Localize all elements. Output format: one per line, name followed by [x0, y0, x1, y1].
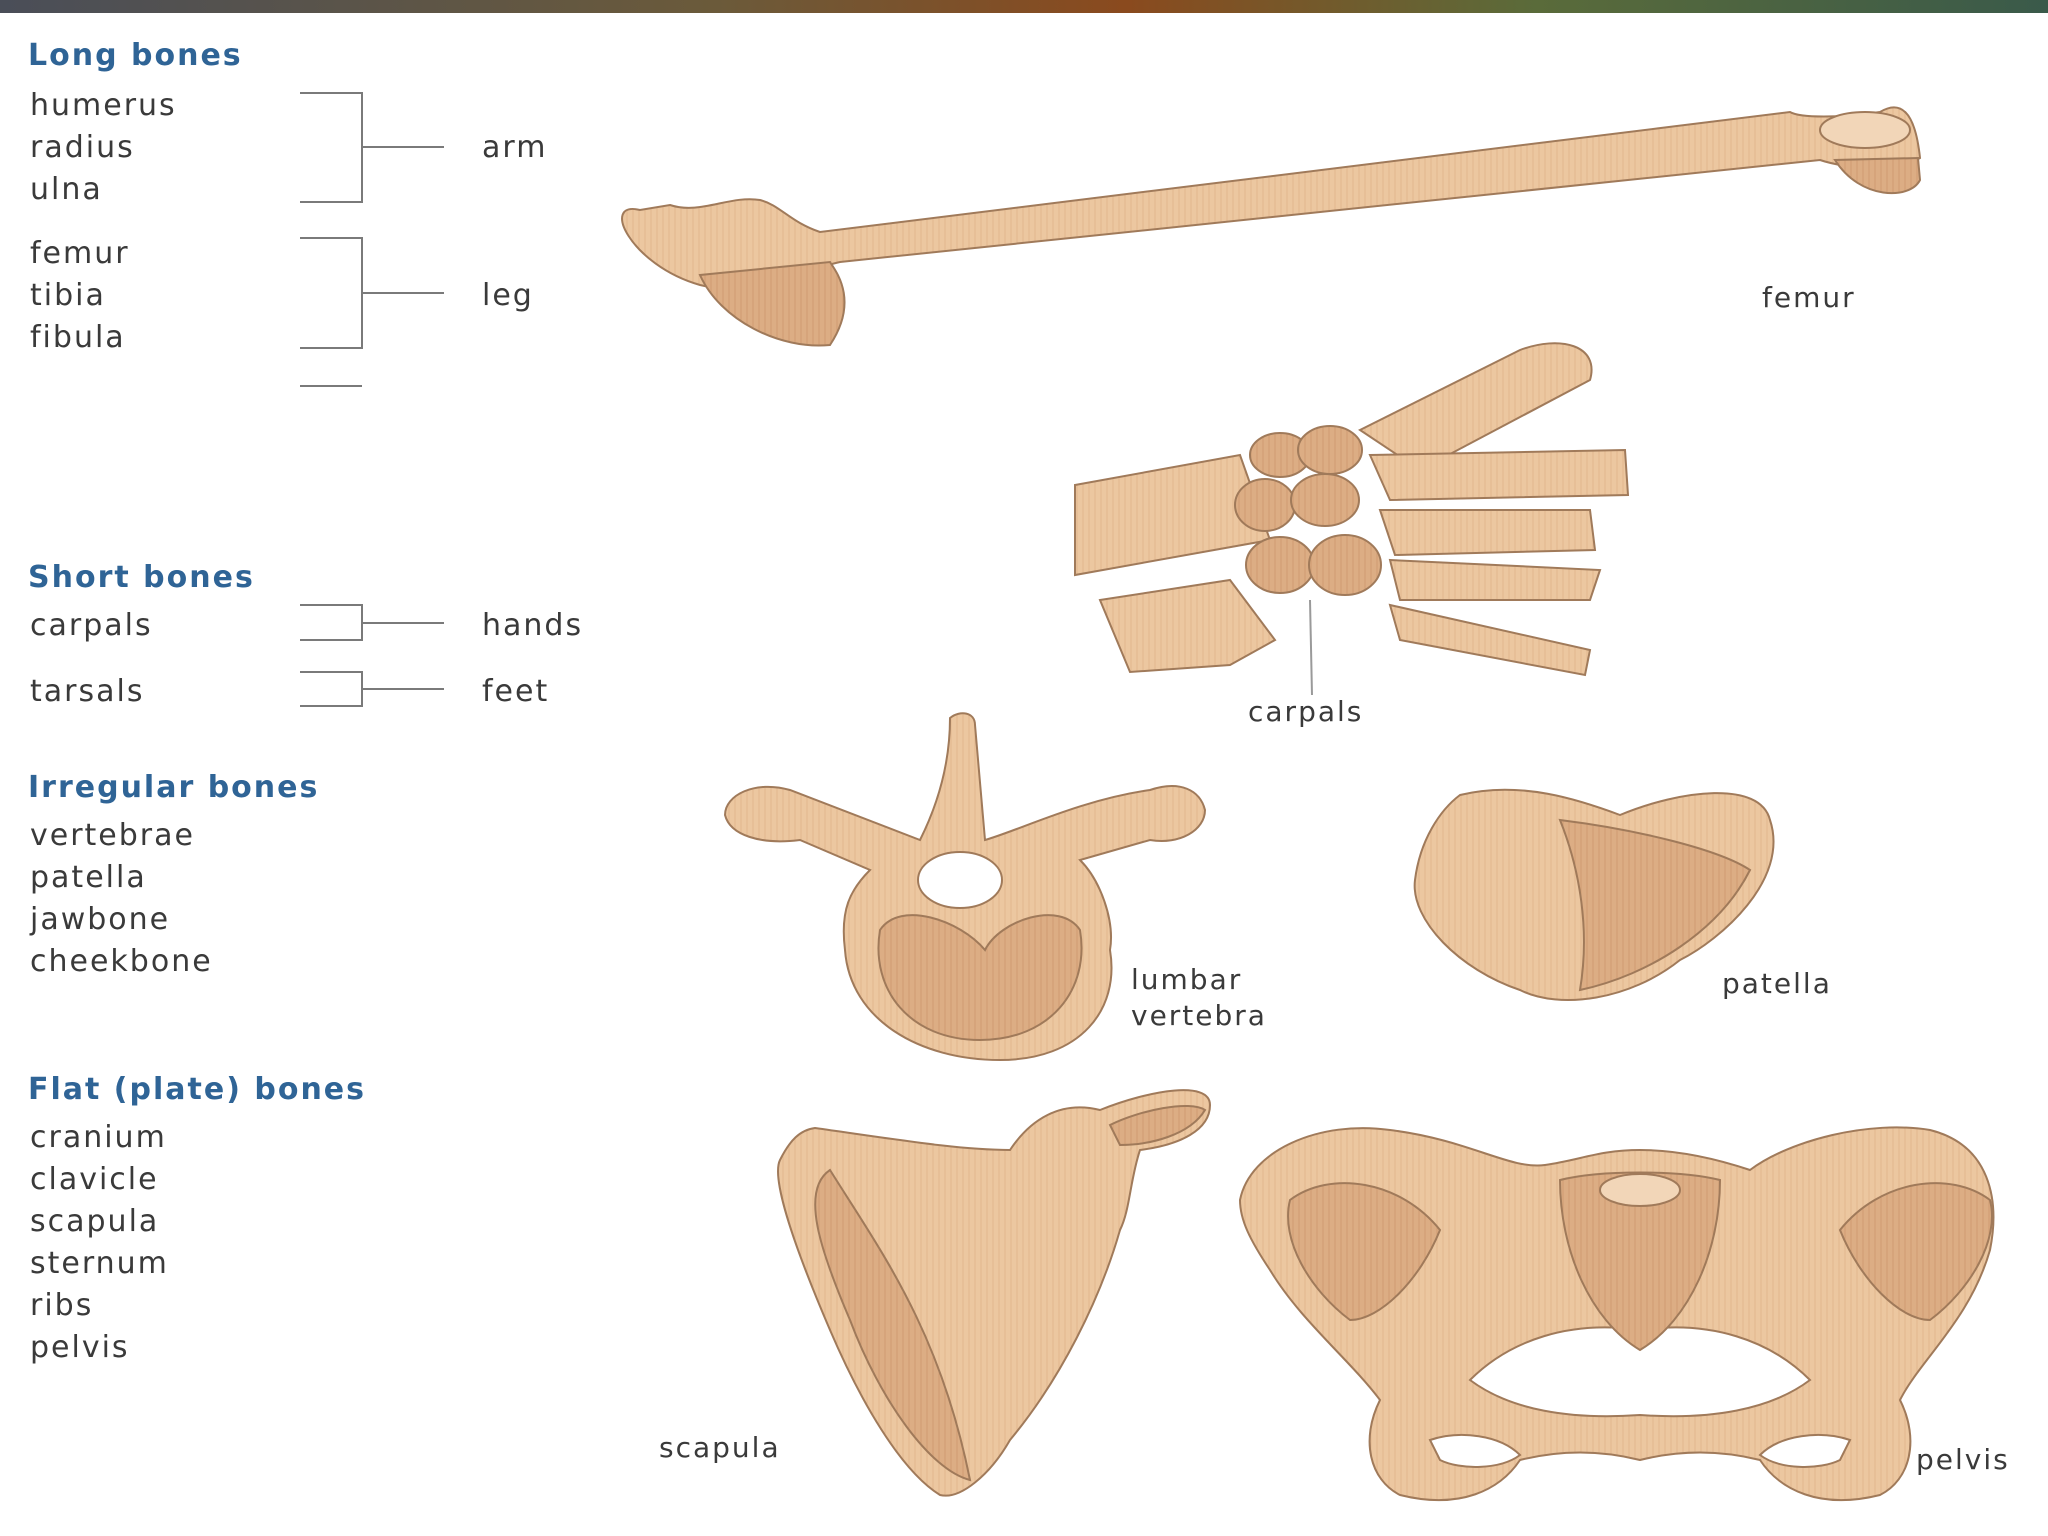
- hands-bracket: [300, 604, 444, 641]
- scapula-illustration: [777, 1089, 1212, 1497]
- femur-label: femur: [1762, 281, 1856, 314]
- group-label-feet: feet: [482, 674, 550, 709]
- list-item: vertebrae: [30, 818, 195, 853]
- long-bones-heading: Long bones: [28, 38, 243, 73]
- list-item: fibula: [30, 320, 126, 355]
- lumbar-label-line2: vertebra: [1131, 999, 1267, 1032]
- list-item: scapula: [30, 1204, 160, 1239]
- hand-illustration: [1074, 342, 1630, 696]
- list-item: pelvis: [30, 1330, 130, 1365]
- list-item: tarsals: [30, 674, 145, 709]
- vertebra-illustration: [723, 712, 1207, 1062]
- list-item: patella: [30, 860, 147, 895]
- list-item: ribs: [30, 1288, 94, 1323]
- carpals-label: carpals: [1248, 695, 1364, 728]
- list-item: humerus: [30, 88, 177, 123]
- top-color-bar: [0, 0, 2048, 13]
- list-item: femur: [30, 236, 130, 271]
- list-item: jawbone: [30, 902, 171, 937]
- group-label-arm: arm: [482, 130, 548, 165]
- feet-bracket: [300, 671, 444, 707]
- list-item: tibia: [30, 278, 106, 313]
- scapula-label: scapula: [659, 1431, 781, 1464]
- patella-illustration: [1413, 788, 1775, 1001]
- list-item: carpals: [30, 608, 153, 643]
- list-item: sternum: [30, 1246, 169, 1281]
- list-item: cranium: [30, 1120, 167, 1155]
- pelvis-label: pelvis: [1916, 1443, 2010, 1476]
- lumbar-label-line1: lumbar: [1131, 963, 1243, 996]
- group-label-leg: leg: [482, 278, 534, 313]
- short-bones-heading: Short bones: [28, 560, 255, 595]
- arm-bracket: [300, 92, 444, 203]
- bracket-connectors: [300, 92, 444, 707]
- pelvis-illustration: [1238, 1126, 1995, 1502]
- carpal-cluster: [1234, 425, 1382, 596]
- patella-label: patella: [1722, 967, 1832, 1000]
- irregular-bones-heading: Irregular bones: [28, 770, 320, 805]
- flat-bones-heading: Flat (plate) bones: [28, 1072, 367, 1107]
- group-label-hands: hands: [482, 608, 584, 643]
- leg-bracket: [300, 237, 444, 349]
- list-item: ulna: [30, 172, 103, 207]
- list-item: radius: [30, 130, 135, 165]
- list-item: cheekbone: [30, 944, 213, 979]
- list-item: clavicle: [30, 1162, 159, 1197]
- femur-illustration: [621, 106, 1922, 347]
